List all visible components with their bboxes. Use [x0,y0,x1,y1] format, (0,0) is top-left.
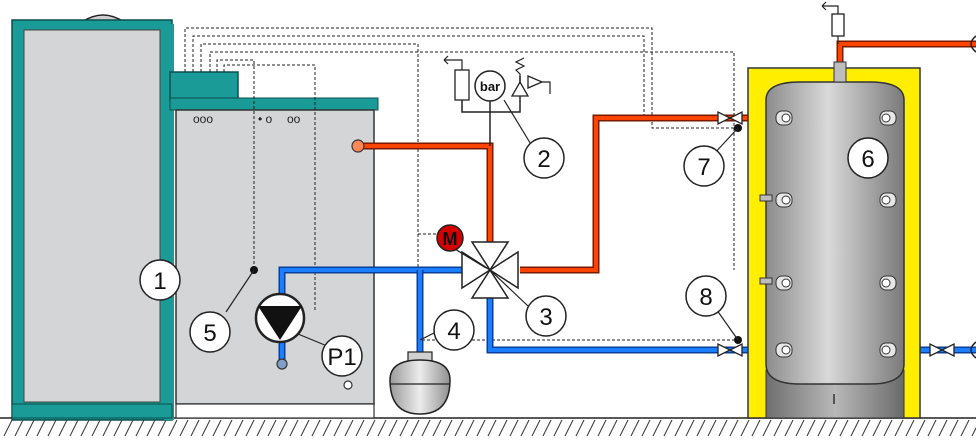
callout-7-label: 7 [697,154,710,181]
pump-icon [254,292,306,344]
shutoff-valve-icon [717,110,955,358]
drain-port [343,380,353,390]
boiler-flow-port [351,139,365,153]
mixing-valve-icon [449,241,519,299]
callout-8: 8 [685,275,727,317]
pressure-gauge-icon [474,70,506,102]
gauge-label: bar [480,79,500,94]
safety-group-2: bar [443,55,551,147]
callout-4-label: 4 [447,318,460,345]
callout-5: 5 [189,311,231,353]
callout-6: 6 [847,137,889,179]
tank-air-vent-icon [821,1,845,44]
callout-2-label: 2 [537,146,550,173]
panel-dots-left: ooo [193,112,213,126]
callout-8-label: 8 [699,284,712,311]
tank-ports [759,110,897,358]
callout-5-label: 5 [203,320,216,347]
callout-6-label: 6 [861,146,874,173]
callout-1: 1 [139,259,181,301]
callout-3: 3 [525,295,567,337]
safety-valve-icon [510,57,551,97]
air-vent-icon [454,69,470,101]
callout-p1: P1 [321,335,363,377]
pipe-end-top [970,35,976,53]
pump-inlet-port [276,358,288,370]
panel-dots-mid: • o [258,112,273,126]
callout-4: 4 [433,309,475,351]
callout-p1-label: P1 [327,344,356,371]
callout-7: 7 [683,145,725,187]
boiler-1 [11,14,174,421]
callout-1-label: 1 [153,268,166,295]
expansion-vessel-icon [389,351,451,415]
callout-2: 2 [523,137,565,179]
panel-dots-right: oo [287,112,301,126]
motor-label: M [443,229,458,249]
valve-motor: M [436,224,464,252]
callout-3-label: 3 [539,304,552,331]
pipe-end-bottom [970,341,976,359]
